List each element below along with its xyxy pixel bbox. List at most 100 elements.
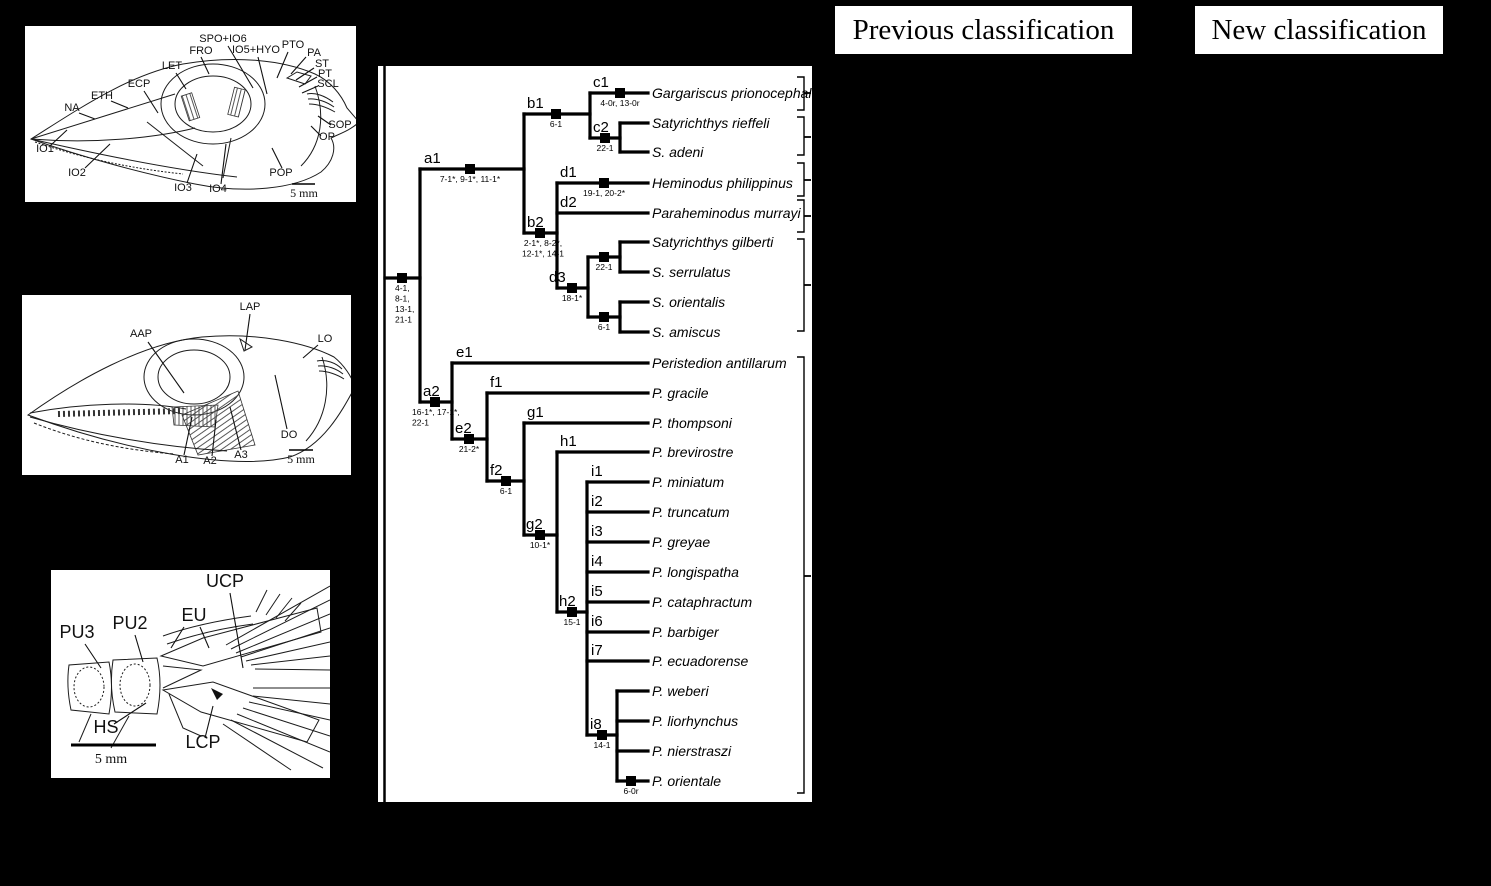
apomorphy-marker — [615, 88, 625, 98]
apomorphy-marker — [465, 164, 475, 174]
anatomy-label-a1: A1 — [175, 454, 188, 466]
node-label-h2: h2 — [559, 593, 576, 610]
taxon-label: P. truncatum — [652, 504, 730, 520]
taxon-label: S. serrulatus — [652, 264, 731, 280]
apomorphy-label: 18-1* — [562, 293, 583, 303]
anatomy-label-lcp: LCP — [185, 732, 220, 752]
node-label-a2: a2 — [423, 383, 440, 400]
node-label-b1: b1 — [527, 95, 544, 112]
label-leader-line — [204, 705, 214, 739]
anatomy-label-eu: EU — [181, 605, 206, 625]
taxon-label: Heminodus philippinus — [652, 175, 793, 191]
label-leader-line — [147, 341, 185, 394]
node-label-e2: e2 — [455, 420, 472, 437]
anatomy-label-lo: LO — [318, 333, 333, 345]
clade-bracket — [797, 162, 805, 197]
scale-label: 5 mm — [95, 752, 127, 767]
apomorphy-label: 19-1, 20-2* — [583, 188, 626, 198]
clade-bracket — [797, 116, 805, 156]
label-leader-line — [78, 112, 96, 120]
apomorphy-marker — [535, 228, 545, 238]
taxon-label: P. cataphractum — [652, 594, 752, 610]
taxon-label: P. brevirostre — [652, 444, 734, 460]
label-leader-line — [244, 313, 251, 351]
taxon-label: S. adeni — [652, 144, 704, 160]
label-leader-line — [302, 344, 319, 359]
node-label-g1: g1 — [527, 404, 544, 421]
anatomy-label-spo-io6: SPO+IO6 — [199, 33, 246, 45]
apomorphy-label: 6-1 — [598, 322, 611, 332]
label-leader-line — [134, 634, 144, 663]
node-label-c2: c2 — [593, 119, 609, 136]
label-leader-line — [298, 76, 318, 88]
apomorphy-label: 13-1, — [395, 304, 414, 314]
anatomy-label-eth: ETH — [91, 90, 113, 102]
label-leader-line — [227, 45, 254, 89]
scale-label: 5 mm — [290, 186, 318, 200]
taxon-label: P. orientale — [652, 773, 721, 789]
label-leader-line — [211, 419, 217, 457]
label-leader-line — [183, 416, 193, 456]
anatomy-label-st: ST — [315, 58, 329, 70]
taxon-label: P. thompsoni — [652, 415, 733, 431]
caudal-line-art — [67, 585, 330, 771]
label-leader-line — [186, 153, 198, 184]
taxon-label: P. gracile — [652, 385, 709, 401]
apomorphy-label: 22-1 — [596, 143, 613, 153]
label-leader-line — [170, 626, 185, 649]
label-leader-line — [175, 72, 187, 90]
apomorphy-label: 2-1*, 8-2*, — [524, 238, 562, 248]
taxon-label: S. orientalis — [652, 294, 725, 310]
label-leader-line — [110, 100, 129, 109]
label-leader-line — [301, 85, 319, 94]
anatomy-label-a2: A2 — [203, 455, 216, 467]
apomorphy-label: 22-1 — [412, 418, 429, 428]
apomorphy-marker — [430, 397, 440, 407]
anatomy-label-pto: PTO — [282, 39, 305, 51]
node-label-i3: i3 — [591, 523, 603, 540]
anatomy-label-io4: IO4 — [209, 183, 227, 195]
taxon-label: Satyrichthys rieffeli — [652, 115, 770, 131]
apomorphy-label: 7-1*, 9-1*, 11-1* — [440, 174, 501, 184]
label-leader-line — [276, 51, 289, 79]
anatomy-label-pu3: PU3 — [59, 622, 94, 642]
label-leader-line — [229, 406, 242, 451]
apomorphy-marker — [567, 607, 577, 617]
taxon-label: P. weberi — [652, 683, 709, 699]
anatomy-label-ecp: ECP — [128, 78, 151, 90]
taxon-label: P. greyae — [652, 534, 710, 550]
anatomy-label-io3: IO3 — [174, 182, 192, 194]
apomorphy-label: 21-2* — [459, 444, 480, 454]
new-classification-header: New classification — [1195, 6, 1443, 54]
label-leader-line — [200, 56, 210, 75]
taxon-label: P. ecuadorense — [652, 653, 748, 669]
taxon-label: Gargariscus prionocephalus — [652, 85, 812, 101]
apomorphy-label: 12-1*, 14-1 — [522, 249, 564, 259]
anatomy-label-scl: SCL — [317, 78, 338, 90]
anatomy-label-na: NA — [64, 102, 80, 114]
label-leader-line — [271, 147, 283, 169]
node-label-f1: f1 — [490, 374, 503, 391]
apomorphy-label: 15-1 — [563, 617, 580, 627]
apomorphy-label: 14-1 — [593, 740, 610, 750]
anatomy-label-io1: IO1 — [36, 143, 54, 155]
apomorphy-label: 6-1 — [550, 119, 563, 129]
taxon-label: P. barbiger — [652, 624, 720, 640]
apomorphy-marker — [501, 476, 511, 486]
taxon-label: Satyrichthys gilberti — [652, 234, 774, 250]
anatomy-label-let: LET — [162, 60, 182, 72]
label-leader-line — [257, 56, 268, 95]
apomorphy-marker — [464, 434, 474, 444]
label-leader-line — [310, 125, 322, 137]
apomorphy-marker — [597, 730, 607, 740]
apomorphy-label: 16-1*, 17-1*, — [412, 407, 460, 417]
node-label-d1: d1 — [560, 164, 577, 181]
